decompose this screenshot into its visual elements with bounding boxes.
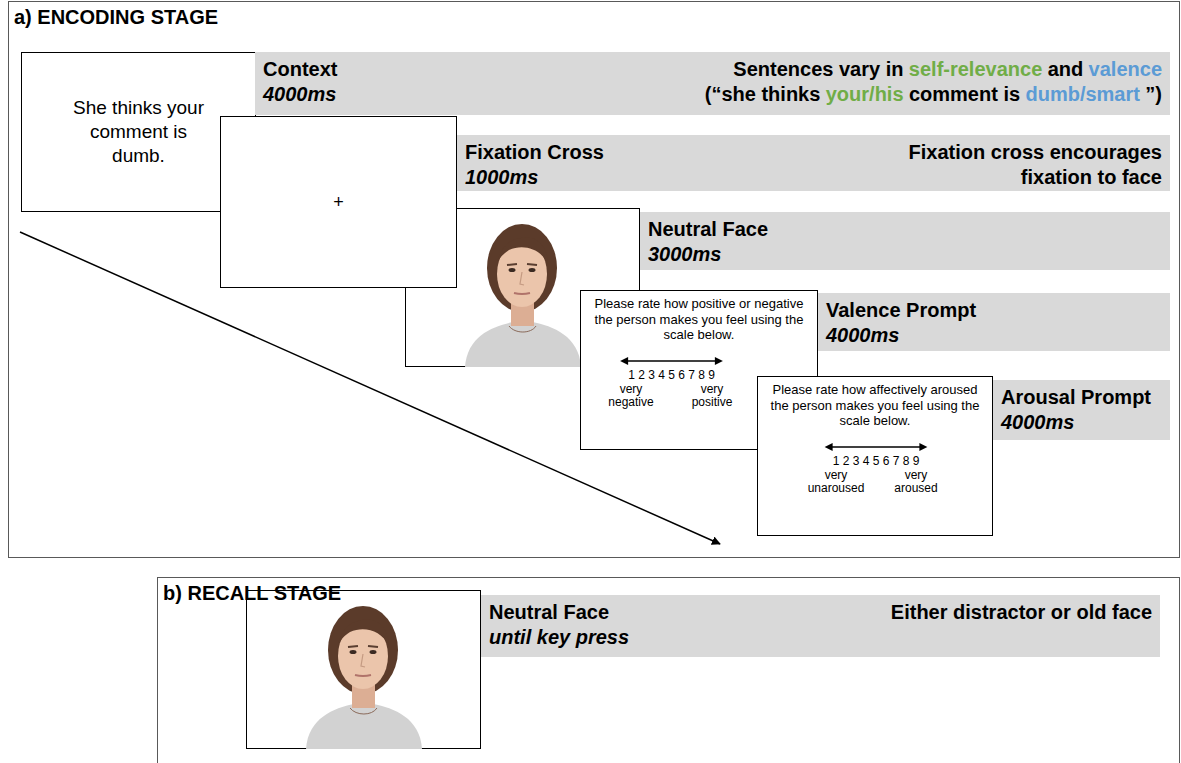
label-band: Neutral Face until key press Either distra… (481, 595, 1160, 657)
stage-heading: b) RECALL STAGE (158, 578, 346, 608)
description-text: and (1048, 58, 1084, 80)
stage-name: Neutral Face (648, 218, 768, 240)
duration-text: 1000ms (465, 166, 538, 188)
face-screen (247, 591, 481, 750)
screen-text: + (333, 191, 344, 214)
description-text: your/his (826, 83, 904, 105)
description-text: (“she thinks (705, 83, 821, 105)
description-text: valence (1089, 58, 1162, 80)
duration-text: 4000ms (1001, 411, 1074, 433)
band-description: Sentences vary in self-relevance andvalenc… (705, 57, 1162, 107)
description-text: ”) (1145, 83, 1162, 105)
stage-name: Context (263, 58, 337, 80)
stage-heading: a) ENCODING STAGE (9, 2, 223, 32)
text-line: (“she thinksyour/hiscomment isdumb/smart… (705, 82, 1162, 107)
scale-anchor: very unaroused (804, 469, 868, 495)
duration-text: 4000ms (263, 83, 336, 105)
text-line: Valence Prompt (826, 298, 976, 323)
duration-text: 4000ms (826, 324, 899, 346)
band-label: Neutral Face until key press (489, 600, 629, 650)
description-text: fixation to face (1021, 166, 1162, 188)
scale-arrow (774, 441, 978, 453)
screen-text: She thinks your comment is dumb. (64, 96, 214, 167)
rating-scale: 1 2 3 4 5 6 7 8 9very negative very posit… (589, 355, 754, 415)
band-label: Neutral Face 3000ms (648, 217, 768, 267)
text-line: 4000ms (1001, 410, 1151, 435)
duration-text: 3000ms (648, 243, 721, 265)
duration-text: until key press (489, 626, 629, 648)
text-line: 4000ms (826, 323, 976, 348)
arrow-head (620, 357, 628, 365)
band-description: Either distractor or old face (891, 600, 1152, 625)
text-line: Fixation cross encourages (909, 140, 1162, 165)
scale-row: 1 2 3 4 5 6 7 8 9 (589, 368, 754, 382)
prompt-text: Please rate how positive or negative the… (581, 291, 817, 343)
scale-numbers: 1 2 3 4 5 6 7 8 9 (833, 454, 920, 468)
label-band: Neutral Face 3000ms (640, 212, 1170, 270)
band-label: Fixation Cross 1000ms (465, 140, 604, 190)
rating-scale: 1 2 3 4 5 6 7 8 9very unaroused very arou… (774, 441, 978, 501)
scale-anchor: very positive (683, 383, 741, 409)
band-label: Context 4000ms (263, 57, 337, 107)
description-text: dumb/smart (1025, 83, 1139, 105)
stage-name: Arousal Prompt (1001, 386, 1151, 408)
label-band: Valence Prompt 4000ms (818, 293, 1170, 351)
description-text: Sentences vary in (733, 58, 903, 80)
text-line: 1000ms (465, 165, 604, 190)
description-text: comment is (909, 83, 1020, 105)
arrow-head (825, 443, 833, 451)
text-line: Either distractor or old face (891, 600, 1152, 625)
arrow-shaft (626, 360, 717, 362)
scale-row: 1 2 3 4 5 6 7 8 9 (774, 454, 978, 468)
band-label: Valence Prompt 4000ms (826, 298, 976, 348)
band-label: Arousal Prompt 4000ms (1001, 385, 1151, 435)
arrow-shaft (831, 446, 922, 448)
text-line: Neutral Face (489, 600, 629, 625)
stage-panel: b) RECALL STAGE Neutral Face until key pre… (157, 577, 1180, 763)
text-line: Neutral Face (648, 217, 768, 242)
description-text: Fixation cross encourages (909, 141, 1162, 163)
text-line: Arousal Prompt (1001, 385, 1151, 410)
rating-screen: Please rate how affectively aroused the … (757, 376, 993, 536)
stage-name: Valence Prompt (826, 299, 976, 321)
text-line: Fixation Cross (465, 140, 604, 165)
text-line: 4000ms (263, 82, 337, 107)
scale-anchor: very negative (602, 383, 660, 409)
arrow-head (715, 357, 723, 365)
stage-panel: a) ENCODING STAGE She thinks your comment… (8, 1, 1180, 558)
description-text: self-relevance (909, 58, 1042, 80)
text-line: Context (263, 57, 337, 82)
scale-numbers: 1 2 3 4 5 6 7 8 9 (628, 368, 715, 382)
scale-arrow (589, 355, 754, 367)
label-band: Fixation Cross 1000ms Fixation cross encou… (457, 135, 1170, 191)
label-band: Context 4000ms Sentences vary in self-relev… (255, 52, 1170, 115)
description-text: Either distractor or old face (891, 601, 1152, 623)
band-description: Fixation cross encourages fixation to fac… (909, 140, 1162, 190)
text-line: 3000ms (648, 242, 768, 267)
prompt-text: Please rate how affectively aroused the … (758, 377, 992, 429)
scale-anchor: very aroused (884, 469, 948, 495)
text-line: fixation to face (909, 165, 1162, 190)
arrow-head (919, 443, 927, 451)
text-line: until key press (489, 625, 629, 650)
stage-name: Neutral Face (489, 601, 609, 623)
stimulus-screen: + (220, 116, 457, 288)
stage-name: Fixation Cross (465, 141, 604, 163)
text-line: Sentences vary in self-relevance andvalenc… (705, 57, 1162, 82)
label-band: Arousal Prompt 4000ms (993, 380, 1170, 440)
